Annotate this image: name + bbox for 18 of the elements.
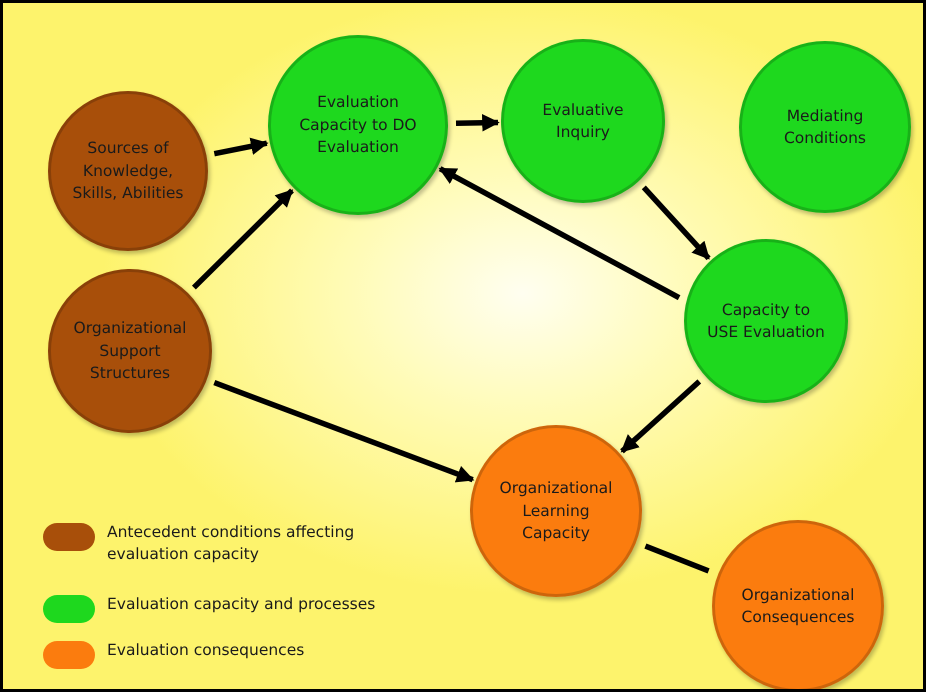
arrow xyxy=(213,380,474,482)
arrow xyxy=(192,188,294,290)
arrow xyxy=(456,114,500,132)
node-label: Organizational Consequences xyxy=(740,584,856,628)
legend-label: Evaluation consequences xyxy=(107,640,306,661)
arrow xyxy=(438,166,680,300)
node-label: Mediating Conditions xyxy=(782,106,868,149)
node-label: Evaluative Inquiry xyxy=(541,100,625,143)
legend-label: Antecedent conditions affecting evaluation capacity xyxy=(107,522,356,566)
node-label: Organizational Learning Capacity xyxy=(498,478,614,544)
node-label: Sources of Knowledge, Skills, Abilities xyxy=(71,138,185,204)
node-label: Capacity to USE Evaluation xyxy=(706,300,826,343)
arrow xyxy=(214,138,269,156)
arrow xyxy=(642,186,711,260)
arrow xyxy=(620,379,702,454)
legend-label: Evaluation capacity and processes xyxy=(107,594,376,615)
node-label: Evaluation Capacity to DO Evaluation xyxy=(298,92,418,158)
node-label: Organizational Support Structures xyxy=(72,318,188,384)
